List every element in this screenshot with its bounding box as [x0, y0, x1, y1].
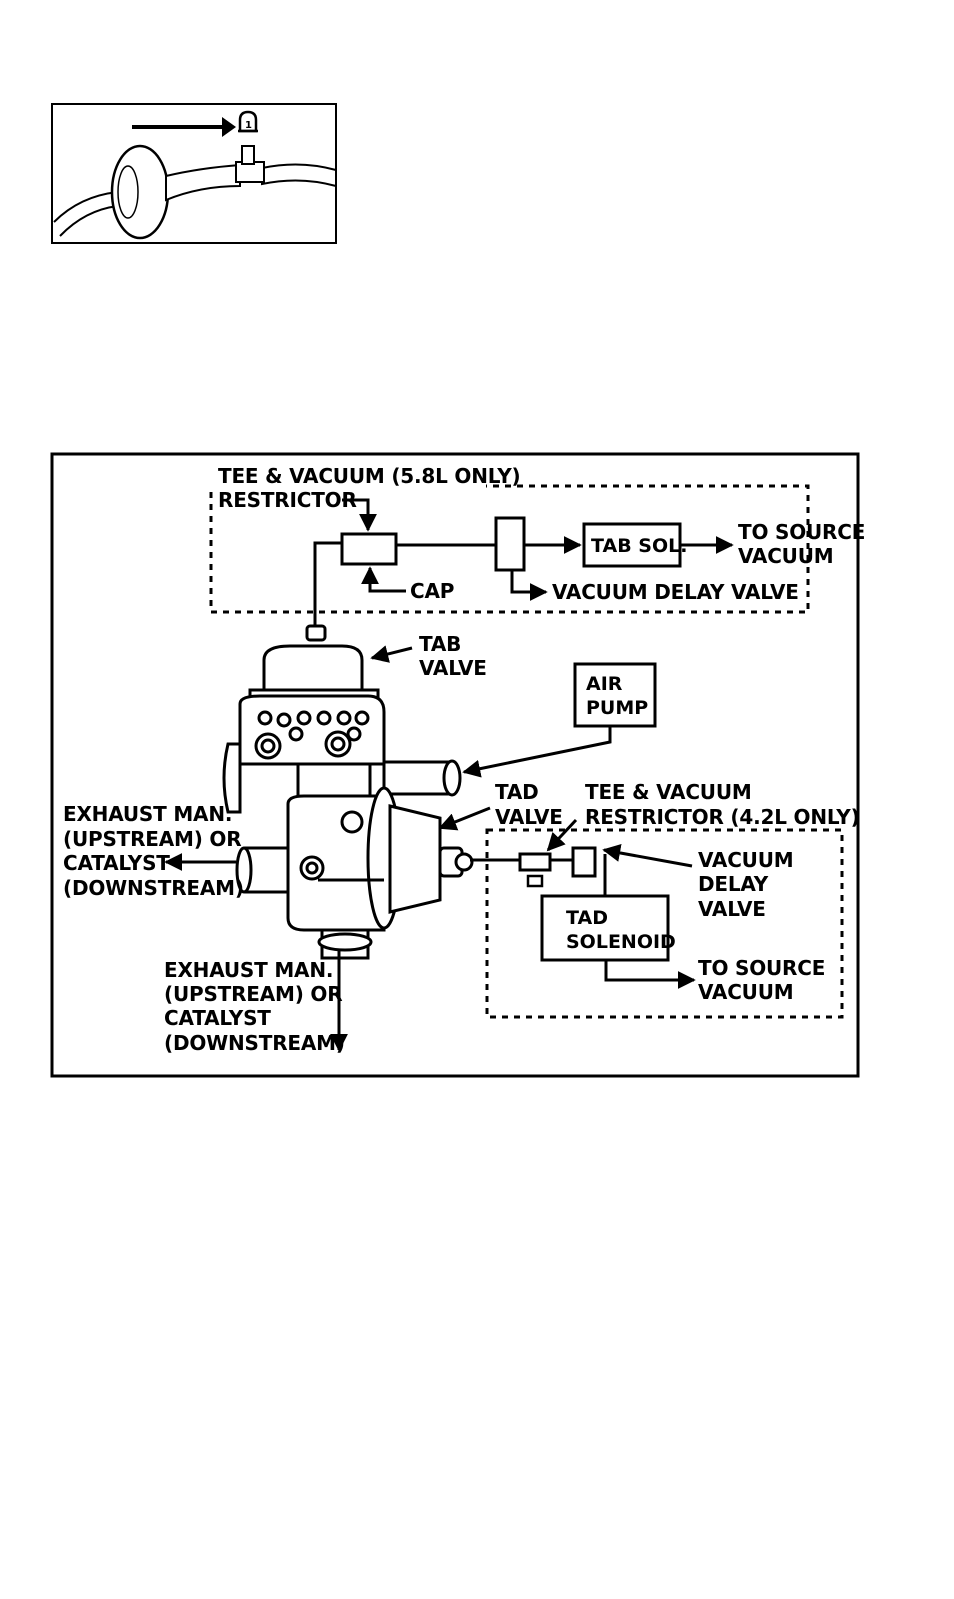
tee-restrictor-top: [340, 532, 398, 566]
label-exhaust-bottom-3: CATALYST: [164, 1006, 271, 1030]
label-tab-sol: TAB SOL.: [591, 535, 688, 557]
tab-sol-box: [582, 522, 682, 568]
label-vacuum-delay-valve-right-2: DELAY: [698, 872, 769, 896]
label-exhaust-bottom-1: EXHAUST MAN.: [164, 958, 334, 982]
detail-figure: [51, 103, 337, 244]
label-to-source-vacuum-top-1: TO SOURCE: [738, 520, 866, 544]
label-tee-vacuum-42-2: RESTRICTOR (4.2L ONLY): [585, 805, 860, 829]
label-to-source-vacuum-bottom-1: TO SOURCE: [698, 956, 826, 980]
vacuum-delay-valve-right: [571, 846, 597, 878]
air-valve-assembly: [222, 624, 474, 960]
label-exhaust-left-1: EXHAUST MAN.: [63, 802, 233, 826]
right-dashed-enclosure: [485, 828, 844, 1019]
label-restrictor-top: RESTRICTOR: [218, 488, 357, 512]
label-exhaust-bottom-4: (DOWNSTREAM): [164, 1031, 345, 1055]
label-exhaust-bottom-2: (UPSTREAM) OR: [164, 982, 343, 1006]
tad-solenoid-box: [540, 894, 670, 962]
label-exhaust-left-3: CATALYST: [63, 851, 170, 875]
vacuum-delay-valve-top: [494, 516, 526, 572]
label-exhaust-left-2: (UPSTREAM) OR: [63, 827, 242, 851]
label-air-pump-1: AIR: [586, 673, 623, 695]
label-tab-valve-1: TAB: [419, 632, 462, 656]
label-vacuum-delay-valve-right-3: VALVE: [698, 897, 766, 921]
hose-right: [261, 163, 337, 188]
detail-arrowhead: [222, 117, 236, 137]
detail-part-label: 1: [245, 120, 252, 131]
label-to-source-vacuum-bottom-2: VACUUM: [698, 980, 794, 1004]
filter-canister: [110, 144, 170, 240]
label-cap: CAP: [410, 579, 455, 603]
air-pump-box: [573, 662, 657, 728]
label-tee-vacuum-58: TEE & VACUUM (5.8L ONLY): [218, 464, 521, 488]
label-tad-valve-2: VALVE: [495, 805, 563, 829]
label-tad-solenoid-1: TAD: [566, 907, 608, 929]
label-vacuum-delay-valve-right-1: VACUUM: [698, 848, 794, 872]
tee-restrictor-right-cap: [526, 874, 544, 888]
label-tad-valve-1: TAD: [495, 780, 539, 804]
top-dashed-enclosure: [209, 484, 810, 614]
cap-icon: [238, 110, 258, 133]
label-vacuum-delay-valve-top: VACUUM DELAY VALVE: [552, 580, 799, 604]
label-tee-vacuum-42-1: TEE & VACUUM: [585, 780, 752, 804]
label-tad-solenoid-2: SOLENOID: [566, 931, 676, 953]
tee-restrictor-right: [518, 852, 552, 872]
label-air-pump-2: PUMP: [586, 697, 649, 719]
label-to-source-vacuum-top-2: VACUUM: [738, 544, 834, 568]
label-exhaust-left-4: (DOWNSTREAM): [63, 876, 244, 900]
label-tab-valve-2: VALVE: [419, 656, 487, 680]
hose-middle: [165, 163, 241, 202]
